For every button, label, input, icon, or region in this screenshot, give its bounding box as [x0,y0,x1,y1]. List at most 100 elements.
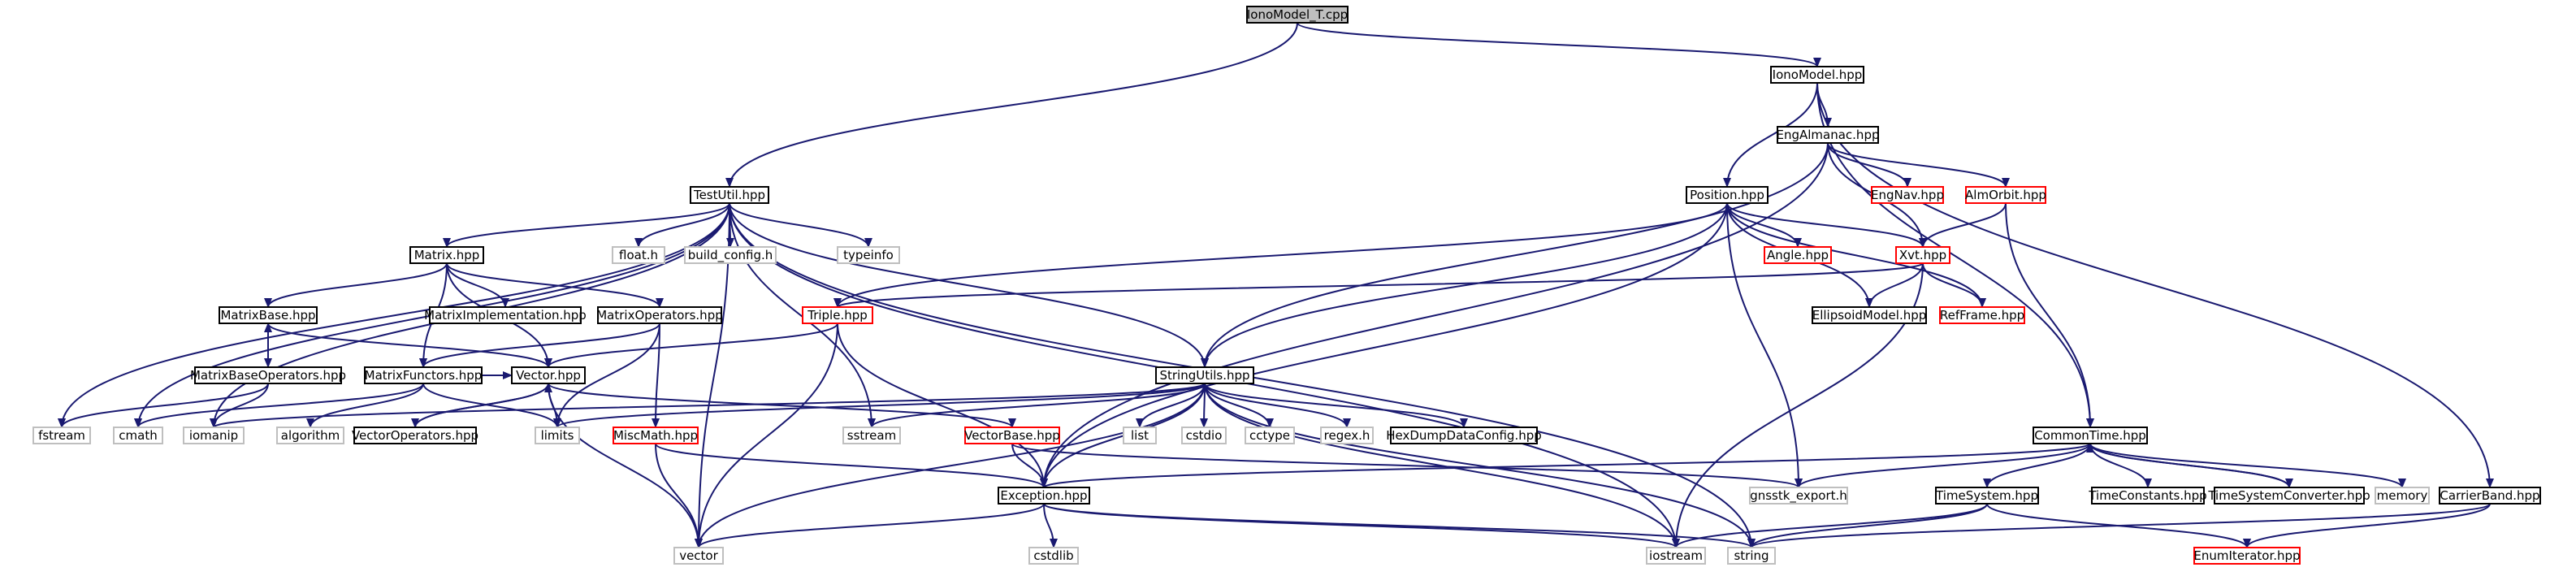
node-box [842,427,901,444]
node-box [613,427,699,444]
node-box [2375,487,2430,505]
node-position-hpp[interactable]: Position.hpp [1686,186,1769,204]
node-carrierband-hpp[interactable]: CarrierBand.hpp [2439,487,2541,505]
node-box [1727,547,1776,565]
node-cstdio: cstdio [1181,427,1227,444]
edge-xvt-hpp-to-triple-hpp [833,262,1924,308]
edge-matrix-hpp-to-matrixbase-hpp [264,262,448,308]
node-box [1749,487,1848,505]
node-matriximplementation-hpp[interactable]: MatrixImplementation.hpp [424,306,587,324]
edge-matrix-hpp-to-matrixoperators-hpp [446,262,664,308]
node-vector: vector [673,547,724,565]
node-vectoroperators-hpp[interactable]: VectorOperators.hpp [352,427,478,444]
edge-stringutils-hpp-to-iomanip [210,383,1206,428]
edge-triple-hpp-to-vector-hpp [544,323,838,368]
node-label: cstdlib [1033,548,1073,563]
node-box [1777,126,1879,144]
node-iomanip: iomanip [183,427,245,444]
node-box [1181,427,1227,444]
node-vector-hpp[interactable]: Vector.hpp [511,366,586,384]
edge-stringutils-hpp-to-iostream [1204,383,1680,548]
edge-testutil-hpp-to-vector [695,202,730,548]
node-xvt-hpp[interactable]: Xvt.hpp [1895,246,1950,264]
node-box [2439,487,2541,505]
edge-position-hpp-to-triple-hpp [833,202,1728,308]
node-timesystem-hpp[interactable]: TimeSystem.hpp [1935,487,2039,505]
node-box [1390,427,1538,444]
node-label: TestUtil.hpp [693,188,765,202]
node-label: cctype [1249,428,1290,443]
node-almorbit-hpp[interactable]: AlmOrbit.hpp [1965,186,2046,204]
node-algorithm: algorithm [276,427,344,444]
edge-matrixfunctors-hpp-to-limits [422,383,561,428]
node-timeconstants-hpp[interactable]: TimeConstants.hpp [2088,487,2207,505]
node-matrixfunctors-hpp[interactable]: MatrixFunctors.hpp [364,366,483,384]
node-label: list [1131,428,1149,443]
node-box [409,246,484,264]
node-label: Triple.hpp [807,308,868,323]
edge-carrierband-hpp-to-enumiterator-hpp [2243,503,2491,548]
edge-stringutils-hpp-to-sstream [868,383,1206,428]
edge-timesystem-hpp-to-string [1747,503,1988,548]
node-label: AlmOrbit.hpp [1965,188,2046,202]
node-enumiterator-hpp[interactable]: EnumIterator.hpp [2193,547,2301,565]
node-label: CarrierBand.hpp [2440,488,2539,503]
node-angle-hpp[interactable]: Angle.hpp [1764,246,1832,264]
node-box [597,306,722,324]
node-vectorbase-hpp[interactable]: VectorBase.hpp [964,427,1060,444]
node-engalmanac-hpp[interactable]: EngAlmanac.hpp [1776,126,1880,144]
node-timesystemconverter-hpp[interactable]: TimeSystemConverter.hpp [2207,487,2370,505]
node-label: iostream [1649,548,1703,563]
node-typeinfo: typeinfo [837,246,900,264]
edge-commontime-hpp-to-gnsstk-export-h [1795,443,2091,488]
edge-ionomodel-hpp-to-position-hpp [1723,82,1818,188]
node-label: VectorBase.hpp [964,428,1060,443]
node-box [1939,306,2025,324]
node-hexdumpdataconfig-hpp[interactable]: HexDumpDataConfig.hpp [1386,427,1542,444]
node-matrixoperators-hpp[interactable]: MatrixOperators.hpp [596,306,723,324]
node-box [673,547,724,565]
node-ionomodel-t-cpp[interactable]: IonoModel_T.cpp [1246,6,1349,24]
node-triple-hpp[interactable]: Triple.hpp [802,306,873,324]
node-box [219,306,318,324]
node-testutil-hpp[interactable]: TestUtil.hpp [690,186,769,204]
node-float-h: float.h [612,246,665,264]
node-memory: memory [2375,487,2430,505]
node-stringutils-hpp[interactable]: StringUtils.hpp [1155,366,1254,384]
node-ionomodel-hpp[interactable]: IonoModel.hpp [1770,66,1864,84]
node-matrixbaseoperators-hpp[interactable]: MatrixBaseOperators.hpp [190,366,346,384]
edge-matrixoperators-hpp-to-matrixfunctors-hpp [419,323,660,368]
node-box [1246,6,1349,24]
node-box [690,186,769,204]
node-exception-hpp[interactable]: Exception.hpp [998,487,1090,505]
node-box [2033,427,2148,444]
node-box [1123,427,1157,444]
node-box [183,427,245,444]
node-box [1935,487,2039,505]
node-label: typeinfo [843,248,894,262]
node-box [1895,246,1950,264]
node-box [1812,306,1927,324]
node-matrixbase-hpp[interactable]: MatrixBase.hpp [219,306,318,324]
node-miscmath-hpp[interactable]: MiscMath.hpp [613,427,699,444]
node-engnav-hpp[interactable]: EngNav.hpp [1871,186,1944,204]
edge-testutil-hpp-to-float-h [634,202,730,248]
edge-commontime-hpp-to-timesystem-hpp [1983,443,2091,488]
edge-triple-hpp-to-exception-hpp [837,323,1048,488]
edge-matrixoperators-hpp-to-miscmath-hpp [652,323,660,428]
edge-position-hpp-to-exception-hpp [1040,202,1728,488]
node-label: StringUtils.hpp [1159,368,1249,383]
edge-engalmanac-hpp-to-engnav-hpp [1827,142,1911,188]
node-commontime-hpp[interactable]: CommonTime.hpp [2033,427,2148,444]
edge-matrixfunctors-hpp-to-cmath [134,383,424,428]
node-label: gnsstk_export.h [1750,488,1847,504]
node-box [802,306,873,324]
edge-xvt-hpp-to-iostream [1672,262,1924,548]
node-ellipsoidmodel-hpp[interactable]: EllipsoidModel.hpp [1812,306,1927,324]
node-matrix-hpp[interactable]: Matrix.hpp [409,246,484,264]
node-refframe-hpp[interactable]: RefFrame.hpp [1939,306,2025,324]
node-label: cstdio [1186,428,1223,443]
node-label: MatrixImplementation.hpp [424,308,587,323]
edge-exception-hpp-to-iostream [1043,503,1680,548]
